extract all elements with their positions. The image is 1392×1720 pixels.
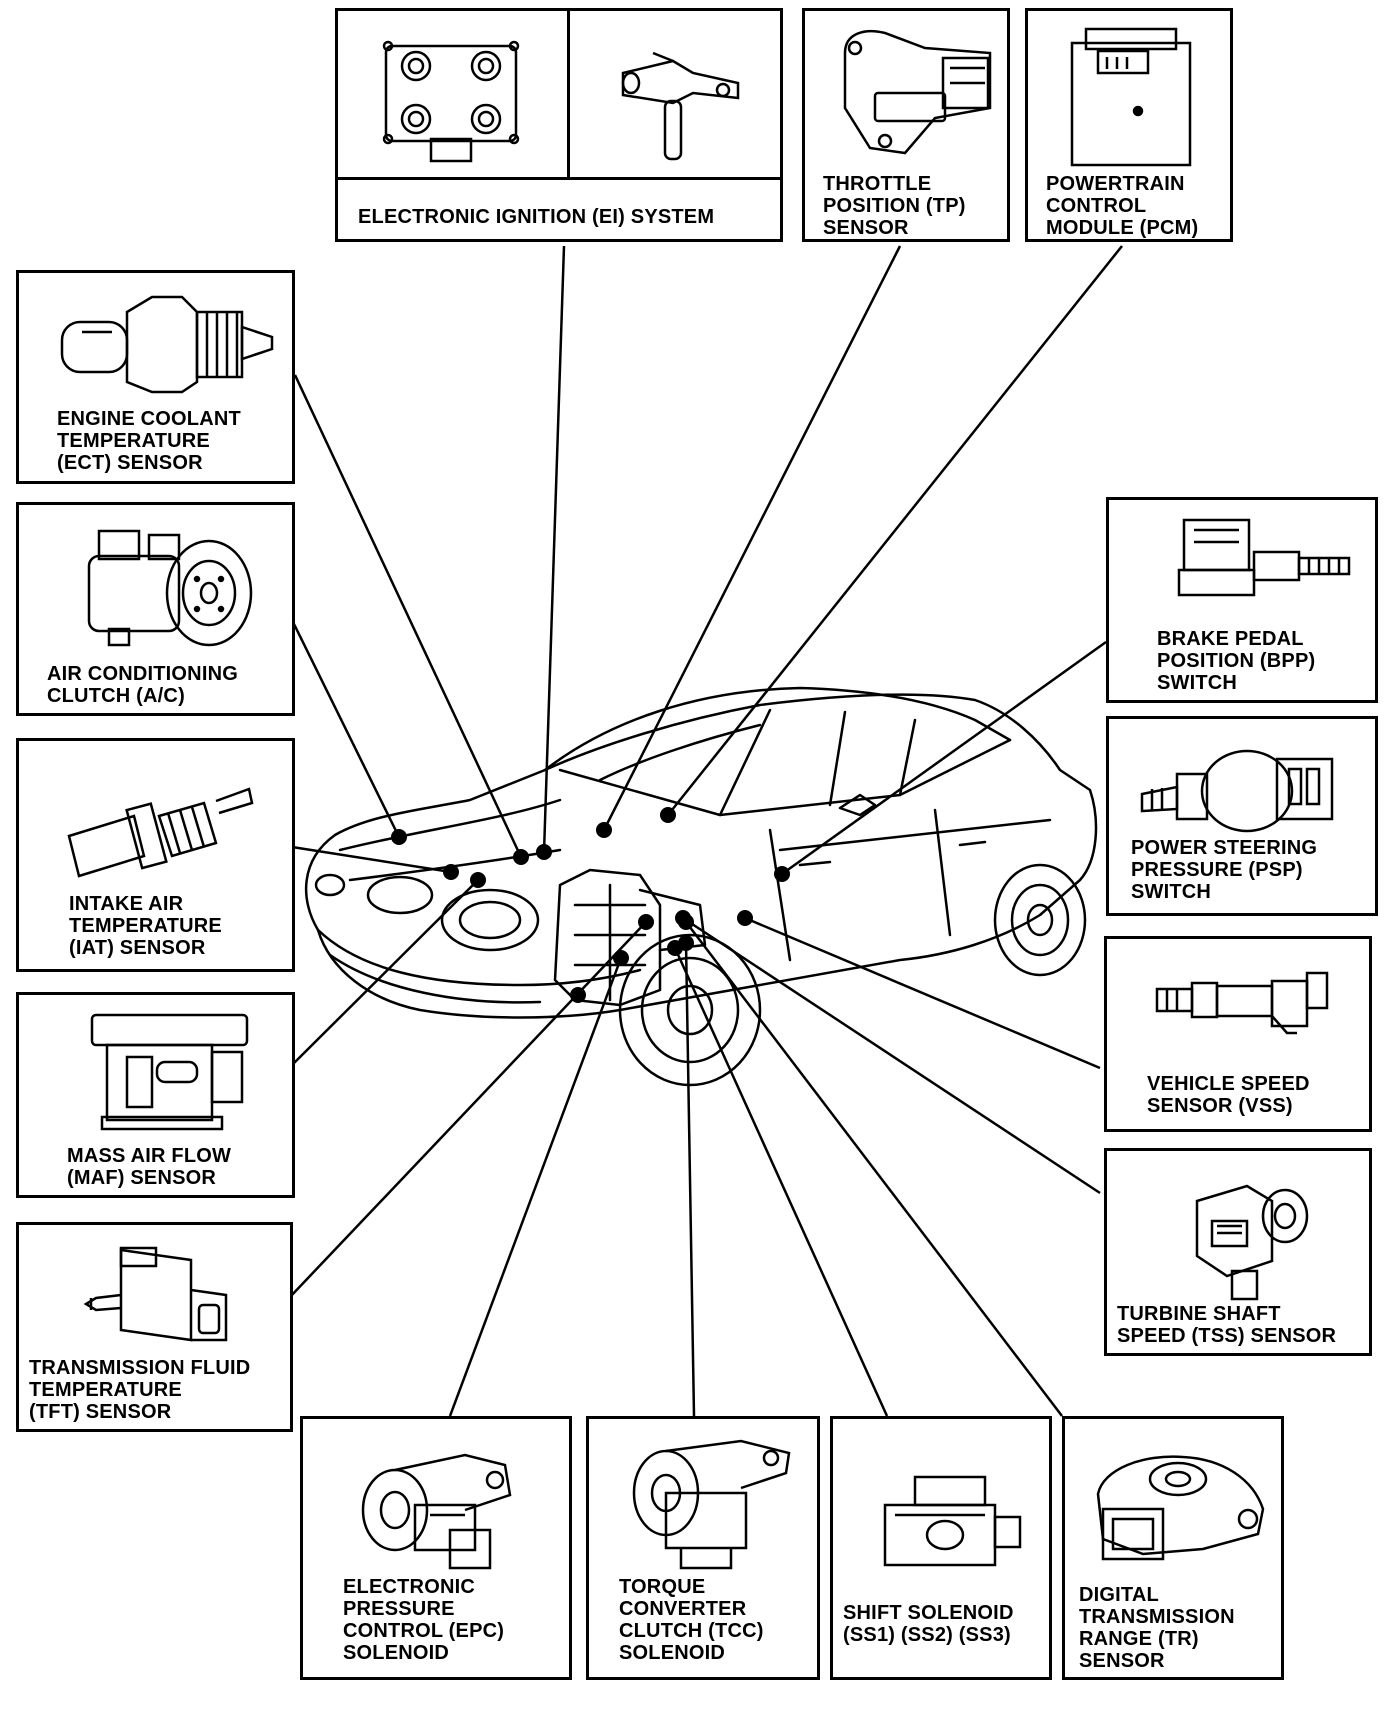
ac-box: AIR CONDITIONING CLUTCH (A/C) — [16, 502, 295, 716]
pressure-switch-icon — [1137, 739, 1337, 839]
mass-air-flow-sensor-icon — [87, 1007, 252, 1132]
bpp-label: BRAKE PEDAL POSITION (BPP) SWITCH — [1157, 628, 1316, 694]
crank-sensor-icon — [613, 43, 743, 163]
vss-box: VEHICLE SPEED SENSOR (VSS) — [1104, 936, 1372, 1132]
tss-label: TURBINE SHAFT SPEED (TSS) SENSOR — [1117, 1303, 1337, 1347]
pcm-box: POWERTRAIN CONTROL MODULE (PCM) — [1025, 8, 1233, 242]
vss-label: VEHICLE SPEED SENSOR (VSS) — [1147, 1073, 1310, 1117]
pcm-label: POWERTRAIN CONTROL MODULE (PCM) — [1046, 173, 1199, 239]
bpp-box: BRAKE PEDAL POSITION (BPP) SWITCH — [1106, 497, 1378, 703]
turbine-sensor-icon — [1187, 1171, 1317, 1301]
tft-label: TRANSMISSION FLUID TEMPERATURE (TFT) SEN… — [29, 1357, 251, 1423]
tcc-label: TORQUE CONVERTER CLUTCH (TCC) SOLENOID — [619, 1576, 764, 1664]
ac-compressor-icon — [79, 521, 259, 651]
tcc-box: TORQUE CONVERTER CLUTCH (TCC) SOLENOID — [586, 1416, 820, 1680]
iat-label: INTAKE AIR TEMPERATURE (IAT) SENSOR — [69, 893, 222, 959]
ei-label: ELECTRONIC IGNITION (EI) SYSTEM — [358, 206, 715, 228]
ei-box: ELECTRONIC IGNITION (EI) SYSTEM — [335, 8, 783, 242]
sedan-car-icon — [304, 686, 1098, 1087]
tr-box: DIGITAL TRANSMISSION RANGE (TR) SENSOR — [1062, 1416, 1284, 1680]
ignition-coil-icon — [376, 31, 526, 166]
speed-sensor-icon — [1152, 961, 1332, 1041]
maf-label: MASS AIR FLOW (MAF) SENSOR — [67, 1145, 232, 1189]
tss-box: TURBINE SHAFT SPEED (TSS) SENSOR — [1104, 1148, 1372, 1356]
epc-solenoid-icon — [355, 1435, 525, 1575]
ect-label: ENGINE COOLANT TEMPERATURE (ECT) SENSOR — [57, 408, 241, 474]
ss-box: SHIFT SOLENOID (SS1) (SS2) (SS3) — [830, 1416, 1052, 1680]
tft-box: TRANSMISSION FLUID TEMPERATURE (TFT) SEN… — [16, 1222, 293, 1432]
brake-switch-icon — [1174, 510, 1354, 620]
psp-label: POWER STEERING PRESSURE (PSP) SWITCH — [1131, 837, 1318, 903]
tcc-solenoid-icon — [621, 1433, 796, 1573]
epc-label: ELECTRONIC PRESSURE CONTROL (EPC) SOLENO… — [343, 1576, 505, 1664]
intake-air-sensor-icon — [64, 781, 254, 891]
coolant-sensor-icon — [57, 287, 277, 397]
leader-lines — [289, 245, 1123, 1417]
tp-box: THROTTLE POSITION (TP) SENSOR — [802, 8, 1010, 242]
shift-solenoid-icon — [875, 1467, 1025, 1577]
iat-box: INTAKE AIR TEMPERATURE (IAT) SENSOR — [16, 738, 295, 972]
tr-label: DIGITAL TRANSMISSION RANGE (TR) SENSOR — [1079, 1584, 1235, 1672]
ac-label: AIR CONDITIONING CLUTCH (A/C) — [47, 663, 238, 707]
control-module-icon — [1062, 21, 1202, 171]
throttle-position-sensor-icon — [825, 23, 995, 163]
psp-box: POWER STEERING PRESSURE (PSP) SWITCH — [1106, 716, 1378, 916]
range-sensor-icon — [1083, 1439, 1273, 1569]
fluid-temp-sensor-icon — [81, 1240, 241, 1360]
epc-box: ELECTRONIC PRESSURE CONTROL (EPC) SOLENO… — [300, 1416, 572, 1680]
tp-label: THROTTLE POSITION (TP) SENSOR — [823, 173, 966, 239]
ect-box: ENGINE COOLANT TEMPERATURE (ECT) SENSOR — [16, 270, 295, 484]
maf-box: MASS AIR FLOW (MAF) SENSOR — [16, 992, 295, 1198]
ss-label: SHIFT SOLENOID (SS1) (SS2) (SS3) — [843, 1602, 1014, 1646]
